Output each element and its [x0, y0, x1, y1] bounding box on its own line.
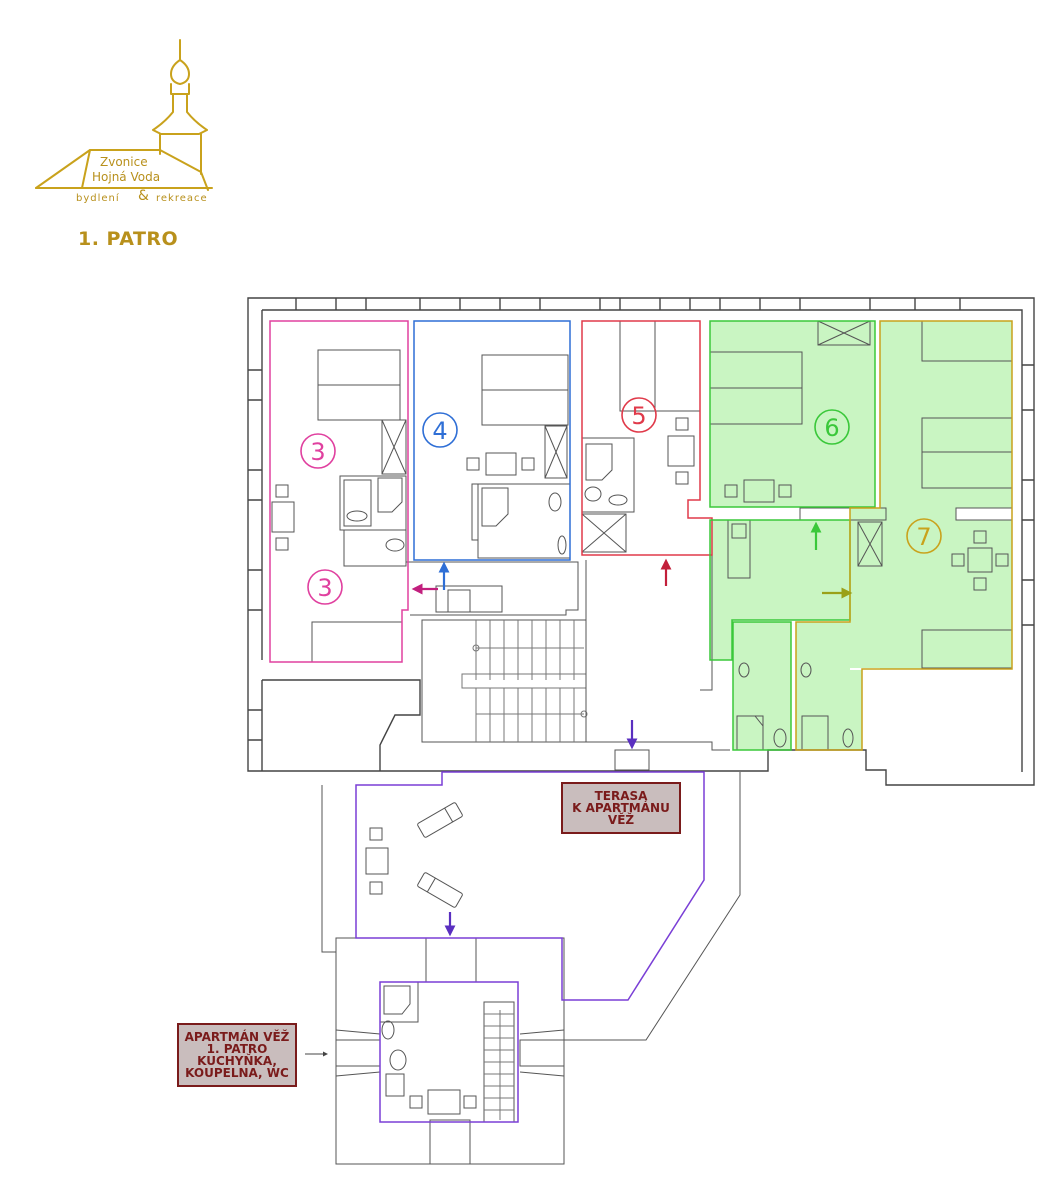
logo-line1: Zvonice	[100, 155, 148, 169]
terrace-label: TERASA K APARTMÁNU VĚŽ	[561, 782, 681, 834]
tower-label-line: 1. PATRO	[206, 1042, 268, 1056]
terrace-label-line: K APARTMÁNU	[572, 801, 670, 815]
room-3-outline	[269, 320, 409, 663]
tower-apartment-label: APARTMÁN VĚŽ 1. PATRO KUCHYŇKA, KOUPELNA…	[177, 1023, 297, 1087]
tower-label-line: KOUPELNA, WC	[185, 1066, 289, 1080]
room-number: 6	[824, 414, 839, 442]
room-4-outline	[413, 320, 571, 561]
tower-label-line: KUCHYŇKA,	[197, 1054, 277, 1068]
terrace-label-line: TERASA	[594, 789, 648, 803]
room-number-circles: 3 3 4 5 6 7	[300, 397, 942, 605]
room-5-outline	[581, 320, 713, 556]
room-7-outline	[795, 320, 1013, 751]
room-number: 4	[432, 417, 447, 445]
floor-title: 1. PATRO	[78, 228, 179, 250]
logo-ampersand: &	[138, 188, 149, 204]
logo: Zvonice Hojná Voda bydlení & rekreace	[35, 39, 213, 204]
green-apartment-fill	[710, 321, 1012, 750]
interior-walls	[271, 320, 1013, 1165]
terrace-label-line: VĚŽ	[607, 813, 635, 827]
terrace-outline	[355, 771, 705, 1001]
logo-line3a: bydlení	[76, 192, 120, 204]
tower-apartment-outline	[379, 981, 519, 1123]
tower-label-line: APARTMÁN VĚŽ	[184, 1030, 290, 1044]
room-number: 5	[631, 402, 646, 430]
building-walls	[247, 297, 1035, 786]
room-number: 7	[916, 523, 931, 551]
entrance-arrows	[305, 521, 853, 1057]
logo-line3b: rekreace	[156, 193, 208, 204]
logo-line2: Hojná Voda	[92, 170, 160, 184]
room-number: 3	[317, 574, 332, 602]
room-number: 3	[310, 438, 325, 466]
